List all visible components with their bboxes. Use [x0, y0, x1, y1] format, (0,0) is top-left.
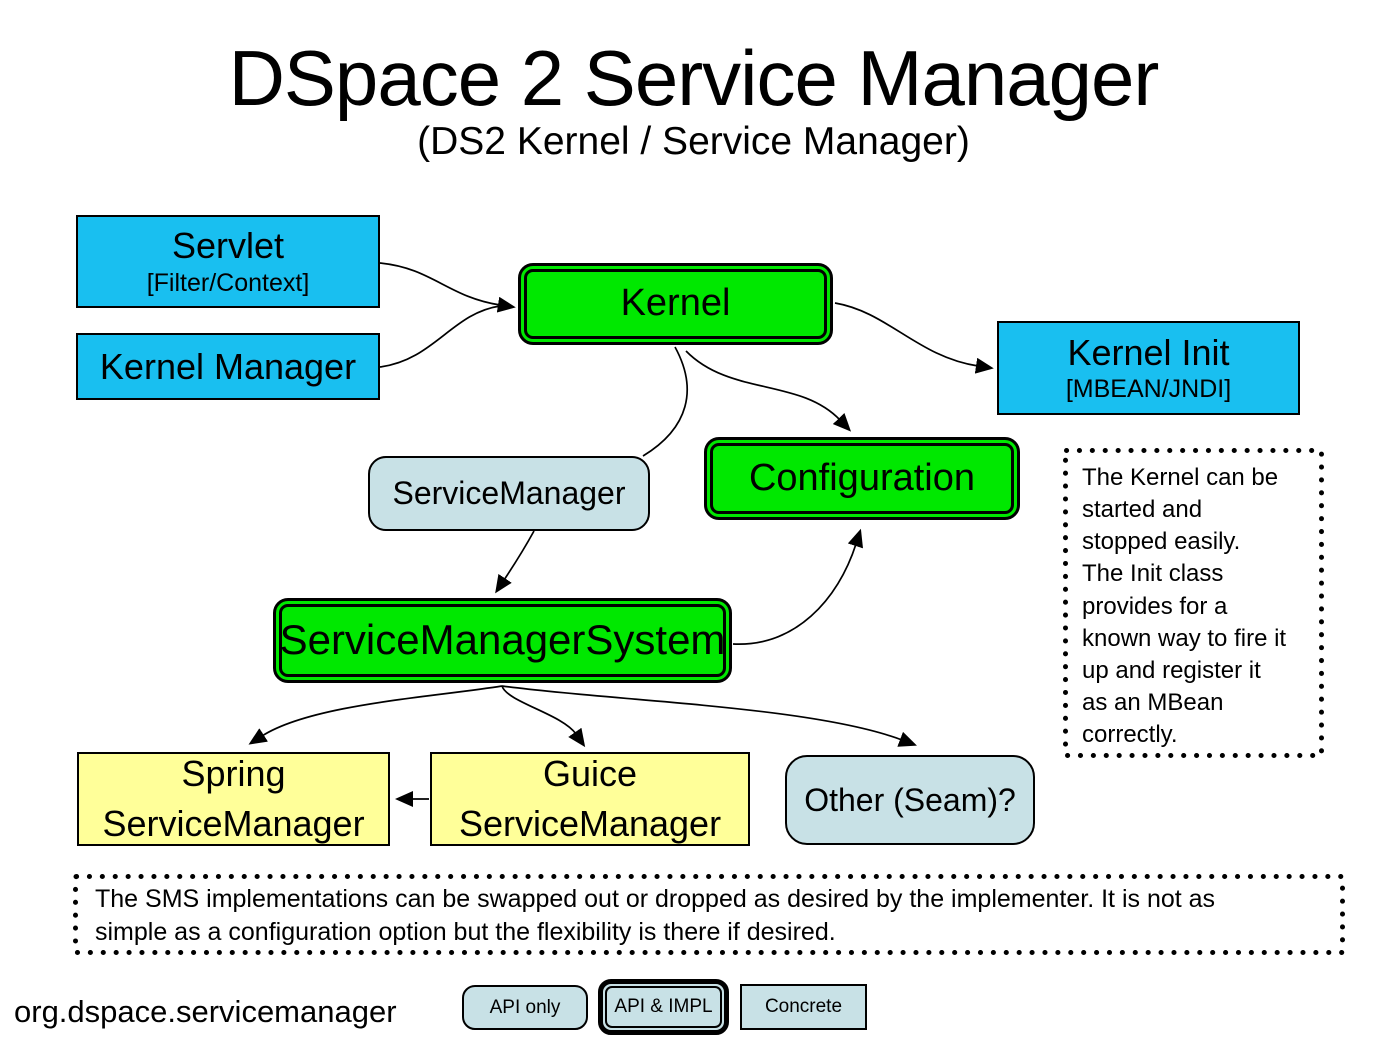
kernel-label: Kernel: [524, 269, 827, 339]
slide-subtitle: (DS2 Kernel / Service Manager): [417, 120, 970, 163]
node-servlet: Servlet [Filter/Context]: [76, 215, 380, 308]
service-manager-label: ServiceManager: [392, 475, 626, 512]
kernel-init-subtitle: [MBEAN/JNDI]: [1065, 375, 1232, 404]
other-seam-label: Other (Seam)?: [804, 781, 1016, 818]
node-kernel-manager: Kernel Manager: [76, 333, 380, 400]
node-service-manager: ServiceManager: [368, 456, 650, 531]
guice-line2: ServiceManager: [458, 803, 722, 844]
legend-concrete: Concrete: [740, 984, 867, 1030]
node-spring-service-manager: Spring ServiceManager: [77, 752, 390, 846]
servlet-title: Servlet: [171, 225, 285, 267]
configuration-label: Configuration: [710, 443, 1014, 514]
node-guice-service-manager: Guice ServiceManager: [430, 752, 750, 846]
node-other-seam: Other (Seam)?: [785, 755, 1035, 845]
legend-api-impl-label: API & IMPL: [605, 986, 722, 1028]
legend-api-impl: API & IMPL: [598, 979, 729, 1035]
spring-line1: Spring: [181, 753, 286, 795]
node-configuration: Configuration: [704, 437, 1020, 520]
legend-api-only-label: API only: [489, 996, 561, 1018]
guice-line1: Guice: [542, 753, 638, 795]
slide-title: DSpace 2 Service Manager: [228, 34, 1160, 122]
node-kernel-init: Kernel Init [MBEAN/JNDI]: [997, 321, 1300, 415]
legend-concrete-label: Concrete: [764, 996, 843, 1017]
service-manager-system-label: ServiceManagerSystem: [279, 604, 726, 677]
spring-line2: ServiceManager: [102, 803, 365, 844]
sms-note: The SMS implementations can be swapped o…: [95, 885, 1216, 946]
node-service-manager-system: ServiceManagerSystem: [273, 598, 732, 683]
servlet-subtitle: [Filter/Context]: [146, 268, 310, 297]
package-label: org.dspace.servicemanager: [14, 994, 397, 1029]
kernel-note: The Kernel can be started and stopped ea…: [1082, 464, 1287, 749]
kernel-manager-label: Kernel Manager: [99, 345, 357, 387]
kernel-init-title: Kernel Init: [1067, 331, 1230, 373]
legend-api-only: API only: [462, 985, 588, 1030]
node-kernel: Kernel: [518, 263, 833, 345]
